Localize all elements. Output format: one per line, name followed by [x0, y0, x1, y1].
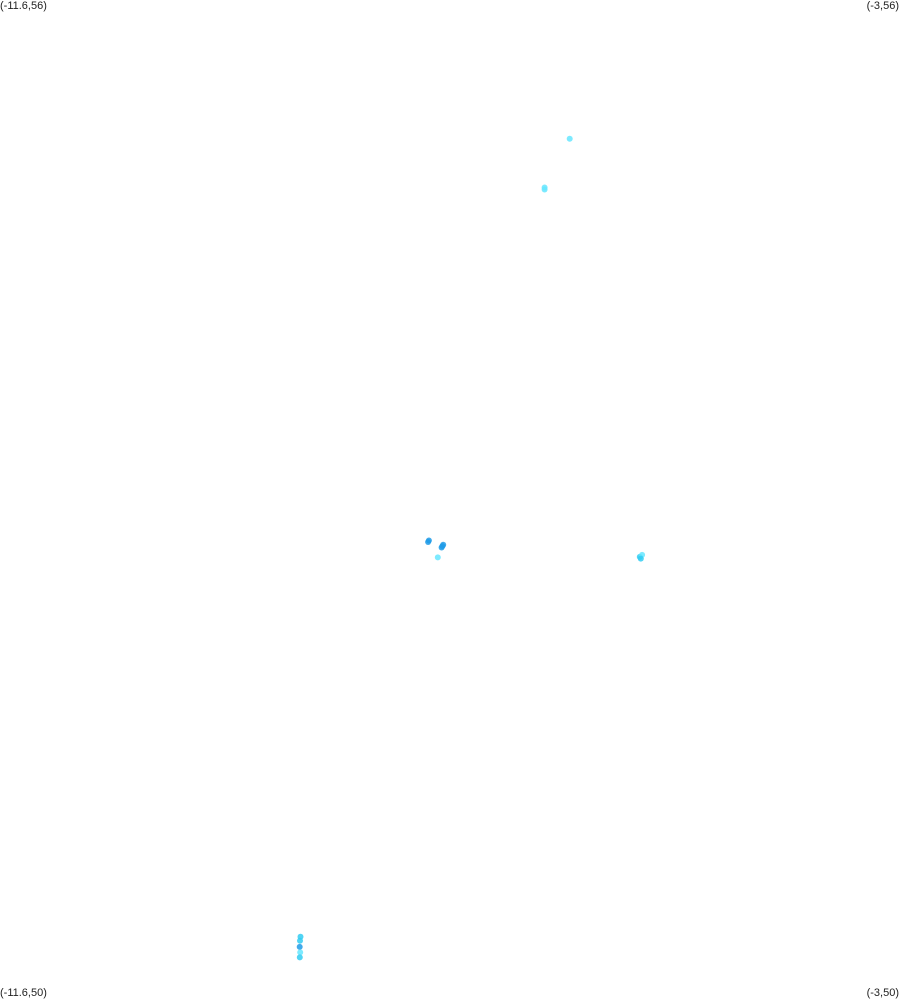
map-point[interactable]	[297, 937, 303, 944]
corner-label-bottom-right: (-3,50)	[866, 987, 899, 999]
corner-label-top-left: (-11.6,56)	[0, 0, 47, 12]
map-point[interactable]	[541, 186, 548, 193]
map-point[interactable]	[434, 554, 441, 561]
corner-label-top-right: (-3,56)	[866, 0, 899, 12]
map-point[interactable]	[425, 537, 432, 544]
map-point[interactable]	[296, 954, 303, 961]
map-point[interactable]	[296, 943, 303, 950]
corner-label-bottom-left: (-11.6,50)	[0, 987, 47, 999]
map-point[interactable]	[637, 555, 644, 562]
map-point[interactable]	[438, 544, 445, 551]
map-point[interactable]	[566, 135, 573, 142]
map-point[interactable]	[297, 949, 304, 956]
